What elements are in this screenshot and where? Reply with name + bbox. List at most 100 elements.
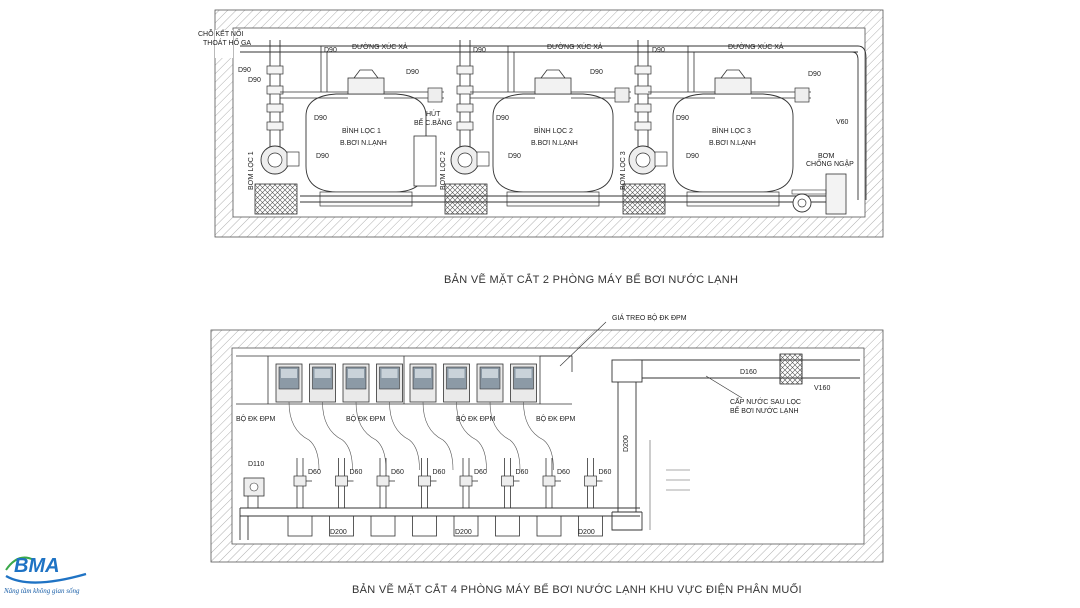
filter-3-name: BÌNH LỌC 3	[712, 126, 751, 135]
controller-label-4: BỘ ĐK ĐPM	[536, 414, 575, 423]
pipe-d110-label: D110	[248, 461, 264, 468]
multiport-valve-icon	[347, 77, 385, 95]
valve-icon	[459, 475, 473, 487]
balance-tank-suction	[413, 135, 437, 187]
pump-3-label: BƠM LỌC 3	[620, 151, 627, 190]
drawing-2-title: BẢN VẼ MẶT CẮT 4 PHÒNG MÁY BỂ BƠI NƯỚC L…	[352, 582, 802, 596]
pipe-d60-label: D60	[557, 469, 570, 476]
drain-pit-label: THOÁT HỐ GA	[203, 37, 251, 47]
filter-unit-3	[622, 40, 811, 215]
electrolytic-cell	[536, 515, 562, 537]
supply-after-filter-label: CẤP NƯỚC SAU LỌC	[730, 396, 801, 406]
pipe-size: D90	[676, 115, 689, 122]
logo-brand: BMA	[14, 555, 60, 577]
valve-icon	[418, 475, 431, 487]
logo-tagline: Nâng tầm không gian sống	[4, 587, 80, 595]
d60-riser: D60	[370, 458, 404, 537]
filter-1-name: BÌNH LỌC 1	[342, 126, 381, 135]
pipe-size: D90	[406, 69, 419, 76]
salt-chlorinator-controller	[409, 363, 454, 471]
pipe-size: D90	[808, 71, 821, 78]
filter-1-sub: B.BƠI N.LẠNH	[340, 140, 387, 147]
pipe-size: D90	[314, 115, 327, 122]
valve-icon	[376, 475, 390, 487]
anti-flood-pump-label: BƠM	[818, 153, 835, 160]
multiport-valve-icon	[534, 77, 572, 95]
bma-logo: BMA	[5, 555, 87, 584]
pipe-size-labels: D90 D90 D90 D90 D90 D90 D90 D90 D90 D90 …	[238, 47, 821, 160]
valve-icon	[584, 475, 597, 487]
waste-pipe-label-3: ĐƯỜNG XÚC XẢ	[728, 42, 784, 51]
electrolytic-cell	[370, 515, 396, 537]
d60-riser: D60	[495, 458, 529, 537]
valve-d110	[243, 477, 265, 508]
d60-riser: D60	[287, 458, 321, 537]
filter-tank	[672, 93, 794, 193]
valve-icon	[794, 87, 810, 103]
pipe-size: D90	[324, 47, 337, 54]
pipe-size: D90	[590, 69, 603, 76]
anti-flood-pump-label-2: CHỐNG NGẬP	[806, 158, 854, 168]
valve-icon	[456, 103, 474, 113]
pipe-size: D90	[496, 115, 509, 122]
valve-icon	[614, 87, 630, 103]
valve-v60-label: V60	[836, 119, 849, 126]
filter-tank	[492, 93, 614, 193]
anti-flood-pump	[791, 173, 847, 215]
pump-1-label: BƠM LỌC 1	[248, 151, 255, 190]
valve-icon	[634, 85, 652, 95]
filter-2-sub: B.BƠI N.LẠNH	[531, 140, 578, 147]
valve-v160	[779, 353, 803, 385]
pump-base	[254, 183, 298, 215]
drawing-1-title: BẢN VẼ MẶT CẮT 2 PHÒNG MÁY BỂ BƠI NƯỚC L…	[444, 273, 738, 286]
supply-after-filter-label-2: BỂ BƠI NƯỚC LẠNH	[730, 406, 799, 415]
mount-rack-label: GIÁ TREO BỘ ĐK ĐPM	[612, 313, 687, 322]
pipe-d60-label: D60	[350, 469, 363, 476]
pipe-size: D90	[686, 153, 699, 160]
filter-3-sub: B.BƠI N.LẠNH	[709, 140, 756, 147]
salt-chlorinator-controller	[443, 363, 487, 471]
valve-icon	[501, 475, 514, 487]
electrolytic-cell	[412, 515, 437, 537]
salt-chlorinator-controller	[309, 363, 353, 471]
pipe-d60-label: D60	[391, 469, 404, 476]
pipe-d200-label-a: D200	[330, 529, 347, 536]
pump-base	[622, 183, 666, 215]
pipe-d60-label: D60	[474, 469, 487, 476]
valve-icon	[335, 475, 348, 487]
valve-icon	[456, 65, 474, 75]
pipe-d60-label: D60	[433, 469, 446, 476]
pipe-d160-label: D160	[740, 369, 757, 376]
filter-2-name: BÌNH LỌC 2	[534, 126, 573, 135]
salt-chlorinator-controller	[476, 363, 521, 471]
pipe-d200-label-c: D200	[578, 529, 595, 536]
multiport-valve-icon	[714, 77, 752, 95]
d60-riser: D60	[536, 458, 570, 537]
pipe-size: D90	[473, 47, 486, 54]
valve-icon	[634, 121, 652, 131]
pipe-d60-label: D60	[599, 469, 612, 476]
valve-icon	[266, 103, 284, 113]
controller-label-1: BỘ ĐK ĐPM	[236, 414, 275, 423]
waste-pipe-label-1: ĐƯỜNG XÚC XẢ	[352, 42, 408, 51]
filter-unit-1	[254, 40, 444, 215]
salt-chlorinator-controller	[376, 363, 420, 471]
d60-riser: D60	[329, 458, 363, 537]
pipe-d60-label: D60	[516, 469, 529, 476]
pump-2-label: BƠM LỌC 2	[440, 151, 447, 190]
salt-chlorinator-controller	[342, 363, 387, 471]
d60-riser: D60	[578, 458, 612, 537]
pipe-size: D90	[652, 47, 665, 54]
pipe-size: D90	[248, 77, 261, 84]
valve-icon	[266, 121, 284, 131]
pipe-d200-vertical-label: D200	[623, 435, 630, 452]
electrolytic-cell	[495, 515, 520, 537]
d60-riser: D60	[412, 458, 446, 537]
section-drawing-2: D60 D60 D60 D60 D60 D60 D60 D60	[210, 313, 884, 596]
main-supply-pipe	[611, 359, 860, 531]
electrolytic-cell	[287, 515, 313, 537]
valve-icon	[456, 121, 474, 131]
pipe-d200-label-b: D200	[455, 529, 472, 536]
section-drawing-1: CHỖ KẾT NỐI THOÁT HỐ GA ĐƯỜNG XÚC XẢ ĐƯỜ…	[198, 9, 884, 286]
